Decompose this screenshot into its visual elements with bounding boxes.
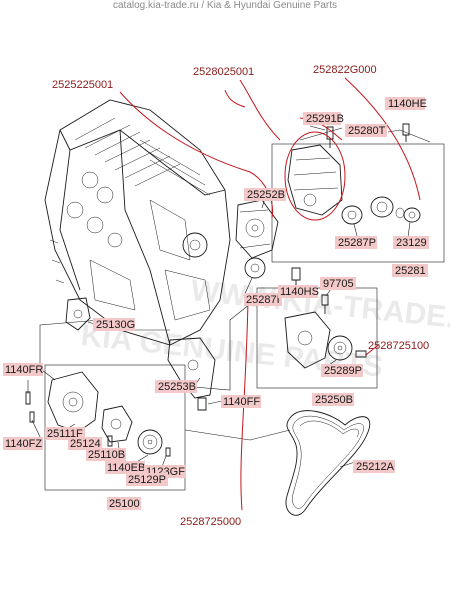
- red-leader-2528025001: [224, 89, 246, 108]
- label-97705: 97705: [320, 277, 356, 290]
- gasket-25130g: [65, 297, 91, 331]
- svg-text:1140EB: 1140EB: [107, 462, 145, 474]
- red-arrow-2528025001: [239, 79, 281, 141]
- label-1140FZ: 1140FZ: [3, 437, 43, 450]
- svg-text:25252B: 25252B: [247, 189, 285, 201]
- engine-block: [44, 99, 231, 346]
- red-circle-tensioner: [284, 131, 346, 221]
- svg-text:1140HS: 1140HS: [280, 286, 319, 298]
- svg-text:1140FR: 1140FR: [5, 364, 43, 376]
- red-label-2528725100: 2528725100: [368, 340, 429, 352]
- svg-text:25100: 25100: [109, 498, 140, 510]
- label-25130G: 25130G: [93, 318, 135, 331]
- red-label-2525225001: 2525225001: [52, 79, 113, 91]
- red-arrow-2528725000: [240, 299, 249, 511]
- svg-text:25130G: 25130G: [96, 319, 135, 331]
- svg-text:1140FF: 1140FF: [223, 396, 260, 408]
- svg-text:25250B: 25250B: [315, 394, 353, 406]
- label-25287I: 25287I: [244, 293, 282, 306]
- label-25253B: 25253B: [155, 380, 197, 393]
- svg-text:25287I: 25287I: [246, 294, 280, 306]
- drive-belt: [285, 410, 371, 516]
- svg-text:25110B: 25110B: [88, 449, 125, 461]
- svg-text:25212A: 25212A: [356, 461, 395, 473]
- label-25212A: 25212A: [353, 460, 395, 473]
- red-arrow-2528725100: [365, 344, 379, 356]
- label-25291B: 25291B: [303, 112, 344, 125]
- label-25289P: 25289P: [321, 364, 363, 377]
- bracket-25253b: [167, 337, 216, 411]
- water-pump-group: [25, 371, 171, 457]
- label-1140HS: 1140HS: [278, 285, 319, 298]
- idler-bracket-25250b: [284, 294, 367, 369]
- label-25250B: 25250B: [312, 393, 354, 406]
- svg-text:25124: 25124: [70, 438, 101, 450]
- label-23129: 23129: [393, 236, 429, 249]
- svg-text:1140FZ: 1140FZ: [5, 438, 42, 450]
- watermark-line-1: WWW.KIA-TRADE.RU: [189, 274, 450, 339]
- label-1140FR: 1140FR: [3, 363, 43, 376]
- label-25100: 25100: [107, 497, 141, 510]
- label-1140EB: 1140EB: [105, 461, 145, 474]
- red-arrow-252822G000: [344, 77, 421, 201]
- label-1140HE: 1140HE: [385, 97, 427, 110]
- leader-lines: [27, 125, 431, 473]
- tensioner-assembly: [287, 123, 421, 225]
- svg-text:25253B: 25253B: [158, 381, 196, 393]
- svg-text:25291B: 25291B: [306, 113, 344, 125]
- label-25124: 25124: [68, 437, 102, 450]
- idler-pulley-25287i: [244, 257, 266, 279]
- label-25281: 25281: [392, 264, 428, 277]
- svg-text:25280T: 25280T: [348, 125, 386, 137]
- svg-text:25287P: 25287P: [338, 237, 376, 249]
- label-25280T: 25280T: [345, 124, 387, 137]
- svg-text:1140HE: 1140HE: [388, 98, 427, 110]
- svg-text:97705: 97705: [323, 278, 354, 290]
- label-25252B: 25252B: [244, 188, 286, 201]
- page-header: catalog.kia-trade.ru / Kia & Hyundai Gen…: [112, 0, 337, 11]
- label-25110B: 25110B: [86, 448, 126, 461]
- label-1140FF: 1140FF: [221, 395, 261, 408]
- svg-text:25281: 25281: [395, 265, 426, 277]
- red-label-2528725000: 2528725000: [180, 516, 241, 528]
- svg-text:25129P: 25129P: [128, 474, 166, 486]
- red-label-252822G000: 252822G000: [313, 64, 377, 76]
- red-label-2528025001: 2528025001: [193, 66, 254, 78]
- label-25287P: 25287P: [335, 236, 377, 249]
- label-25129P: 25129P: [126, 473, 168, 486]
- svg-text:23129: 23129: [396, 237, 427, 249]
- svg-text:25289P: 25289P: [324, 365, 362, 377]
